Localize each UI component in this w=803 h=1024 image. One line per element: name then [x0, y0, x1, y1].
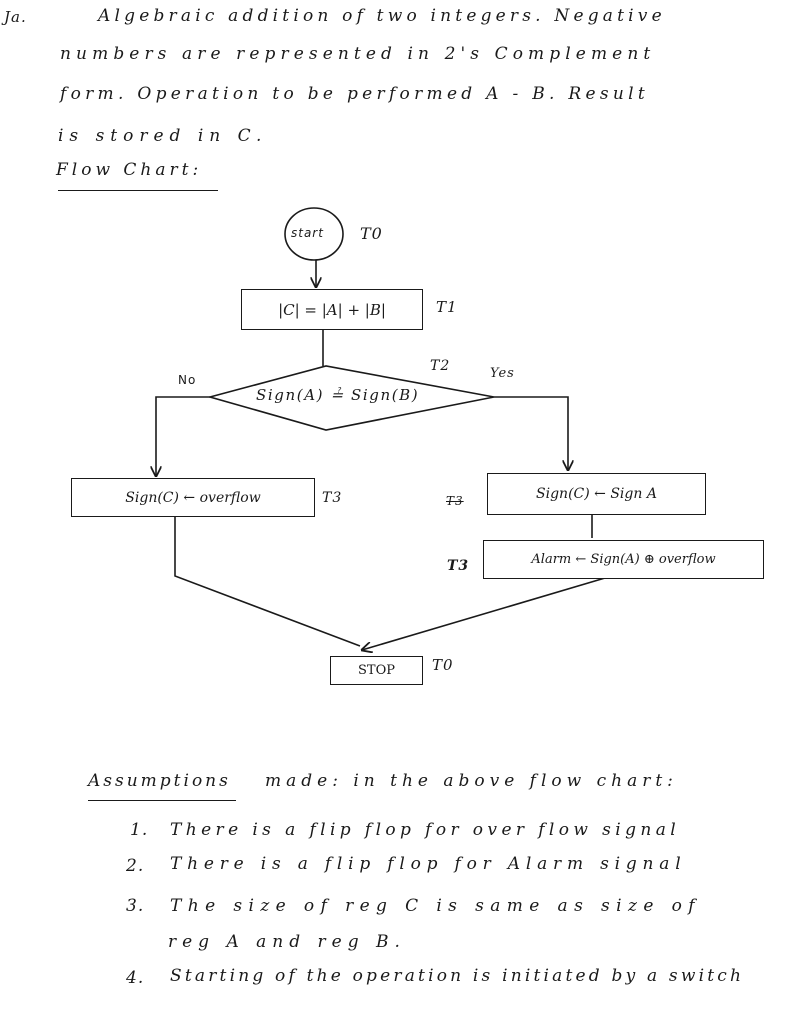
assumption-number: 1.	[130, 820, 149, 840]
assumption-text: There is a flip flop for over flow signa…	[170, 820, 681, 840]
timing-t3-right: T3	[447, 558, 470, 574]
assumptions-heading-underline	[88, 800, 236, 801]
problem-line-4: is stored in C.	[58, 126, 268, 146]
problem-line-2: numbers are represented in 2's Complemen…	[60, 44, 656, 64]
flow-chart-heading-underline	[58, 190, 218, 191]
assumption-number: 2.	[126, 856, 145, 876]
timing-t2: T2	[430, 358, 451, 374]
assumption-text: Starting of the operation is initiated b…	[170, 966, 745, 986]
problem-number: Ja.	[4, 8, 27, 26]
problem-line-1: Algebraic addition of two integers. Nega…	[98, 6, 666, 26]
assumptions-heading-rest: made: in the above flow chart:	[265, 771, 678, 791]
assumption-number: 3.	[126, 896, 145, 916]
timing-t1: T1	[436, 298, 458, 316]
timing-t0-top: T0	[360, 224, 383, 243]
start-label: start	[291, 226, 324, 240]
flow-chart-heading: Flow Chart:	[56, 160, 203, 180]
right-sign-box: Sign(C) ← Sign A	[487, 473, 706, 515]
step-box-sum: |C| = |A| + |B|	[241, 289, 423, 330]
start-terminal	[284, 207, 344, 261]
timing-t3-left: T3	[322, 490, 343, 506]
timing-t0-bottom: T0	[432, 656, 454, 674]
assumption-text: The size of reg C is same as size of	[170, 896, 701, 916]
timing-t3-crossed: T3	[446, 494, 464, 508]
assumption-text: There is a flip flop for Alarm signal	[170, 854, 687, 874]
branch-no-label: No	[178, 373, 197, 387]
left-overflow-box: Sign(C) ← overflow	[71, 478, 315, 517]
decision-label: Sign(A) ≟ Sign(B)	[256, 386, 420, 404]
right-alarm-box: Alarm ← Sign(A) ⊕ overflow	[483, 540, 764, 579]
assumptions-heading: Assumptions	[88, 771, 231, 791]
assumption-text: reg A and reg B.	[168, 932, 406, 952]
stop-terminal: STOP	[330, 656, 423, 685]
branch-yes-label: Yes	[490, 366, 515, 381]
problem-line-3: form. Operation to be performed A - B. R…	[60, 84, 650, 104]
assumption-number: 4.	[126, 968, 145, 988]
